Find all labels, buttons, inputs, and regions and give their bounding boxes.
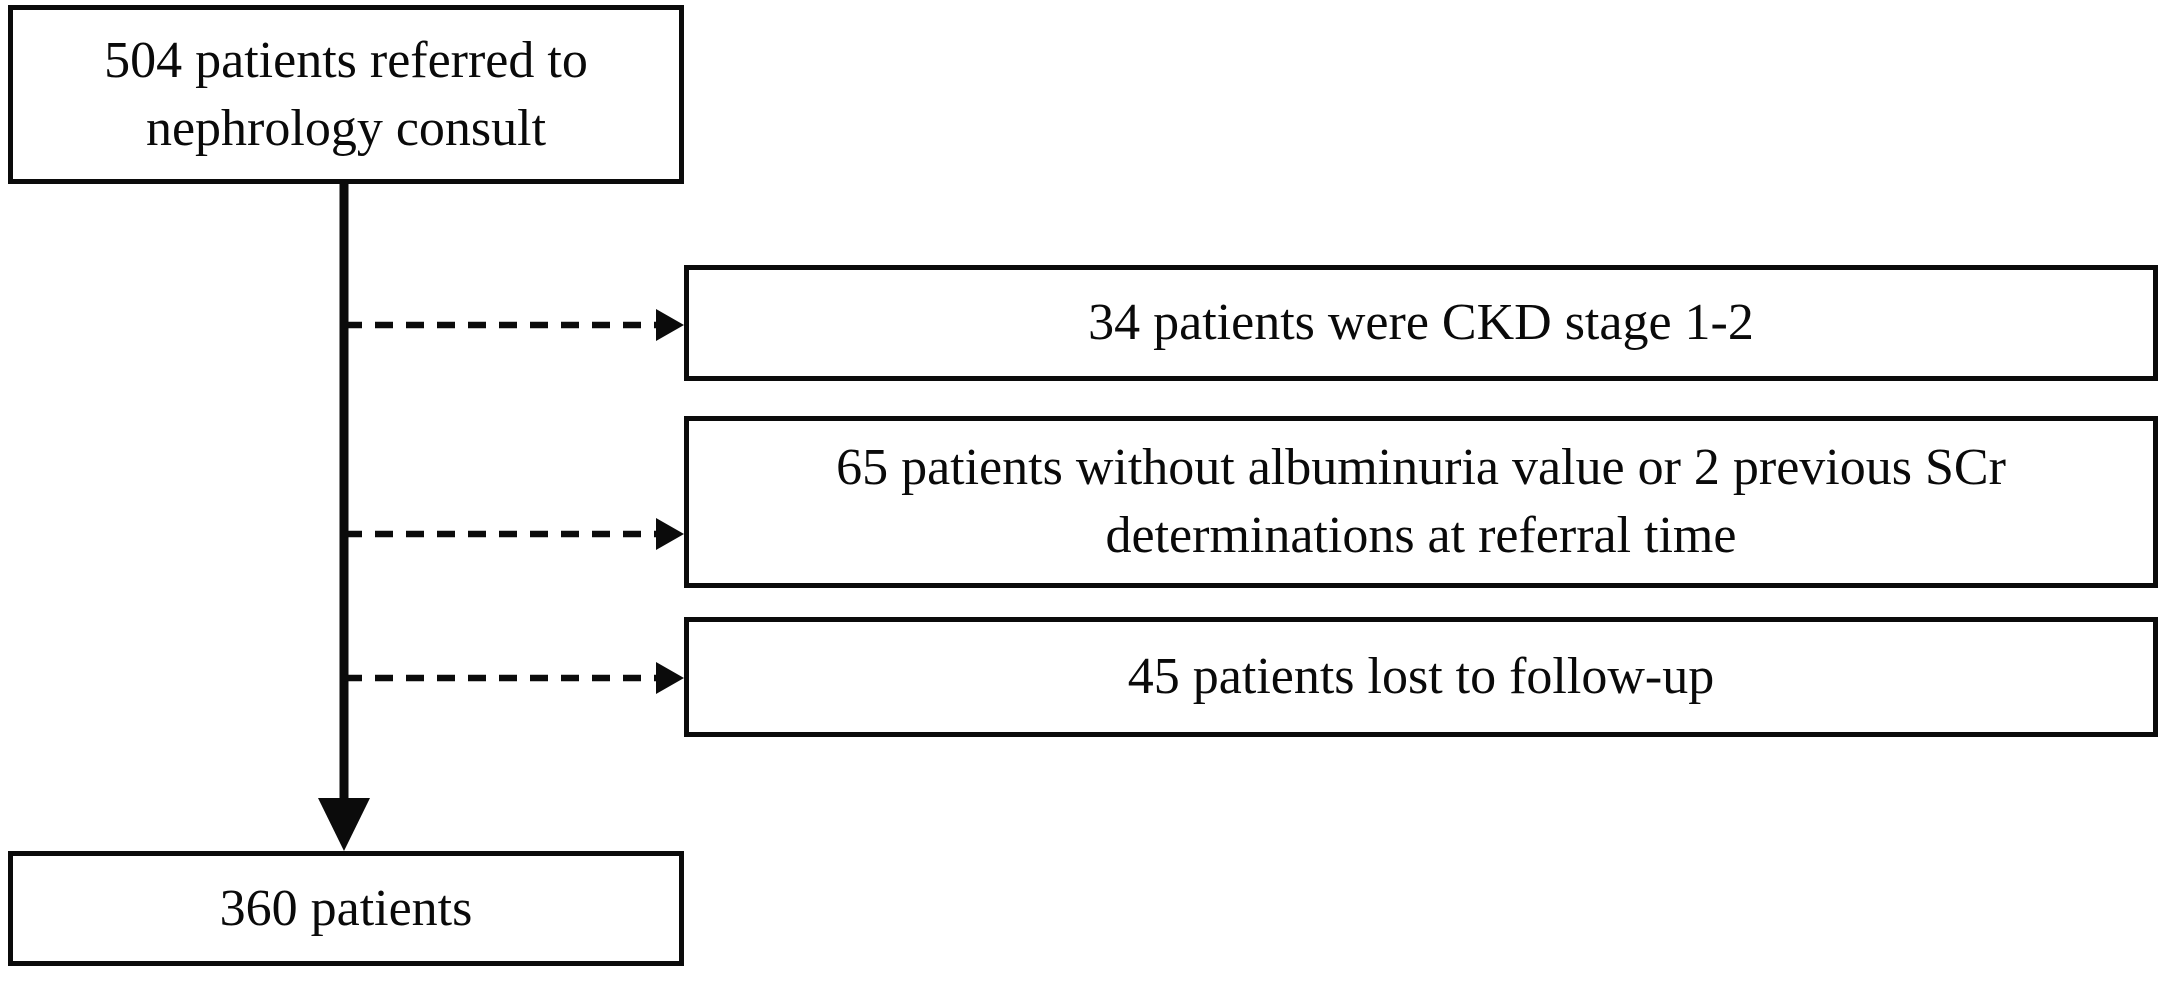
node-text-line: 45 patients lost to follow-up: [1127, 648, 1715, 705]
node-text-line: 360 patients: [219, 879, 473, 937]
node-text-line: determinations at referral time: [1105, 507, 1737, 564]
main-flow-arrowhead-icon: [318, 798, 370, 851]
node-excluded-no-albuminuria-or-scr: 65 patients without albuminuria value or…: [684, 416, 2158, 588]
exclusion-arrowhead-icon-1: [656, 309, 684, 341]
node-text-line: 504 patients referred to: [104, 31, 588, 89]
node-referred-patients: 504 patients referred to nephrology cons…: [8, 5, 684, 184]
exclusion-arrowhead-icon-3: [656, 662, 684, 694]
node-excluded-ckd-stage-1-2: 34 patients were CKD stage 1-2: [684, 265, 2158, 381]
node-excluded-lost-to-followup: 45 patients lost to follow-up: [684, 617, 2158, 737]
node-text-line: 65 patients without albuminuria value or…: [836, 439, 2006, 496]
node-text-line: nephrology consult: [145, 99, 547, 157]
node-text-line: 34 patients were CKD stage 1-2: [1088, 294, 1754, 351]
node-final-cohort: 360 patients: [8, 851, 684, 966]
exclusion-arrowhead-icon-2: [656, 518, 684, 550]
